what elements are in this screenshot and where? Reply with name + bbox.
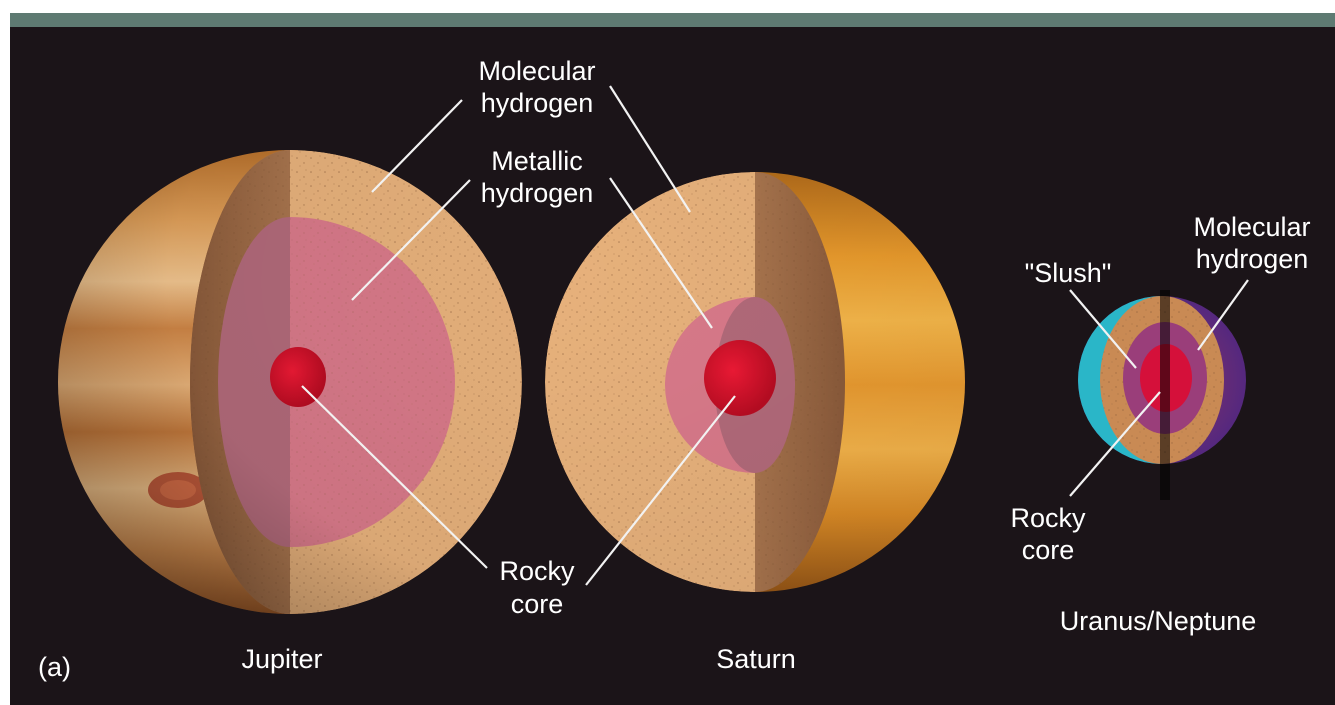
label-rocky-core-center-line2: core (511, 589, 564, 619)
label-rocky-core-center-line1: Rocky (499, 556, 575, 586)
label-metallic-hydrogen-line1: Metallic (491, 146, 583, 176)
label-rocky-core-right-line2: core (1022, 535, 1075, 565)
planet-name-uranus-neptune: Uranus/Neptune (1060, 606, 1257, 636)
label-molecular-hydrogen-right-line1: Molecular (1193, 212, 1310, 242)
top-border (10, 13, 1335, 27)
label-molecular-hydrogen-right-line2: hydrogen (1196, 244, 1309, 274)
label-molecular-hydrogen-top-line1: Molecular (478, 56, 595, 86)
panel-letter: (a) (38, 652, 71, 682)
label-slush: "Slush" (1025, 258, 1112, 288)
planet-name-jupiter: Jupiter (241, 644, 322, 674)
label-rocky-core-right-line1: Rocky (1010, 503, 1086, 533)
label-molecular-hydrogen-top-line2: hydrogen (481, 88, 594, 118)
planet-name-saturn: Saturn (716, 644, 796, 674)
label-metallic-hydrogen-line2: hydrogen (481, 178, 594, 208)
